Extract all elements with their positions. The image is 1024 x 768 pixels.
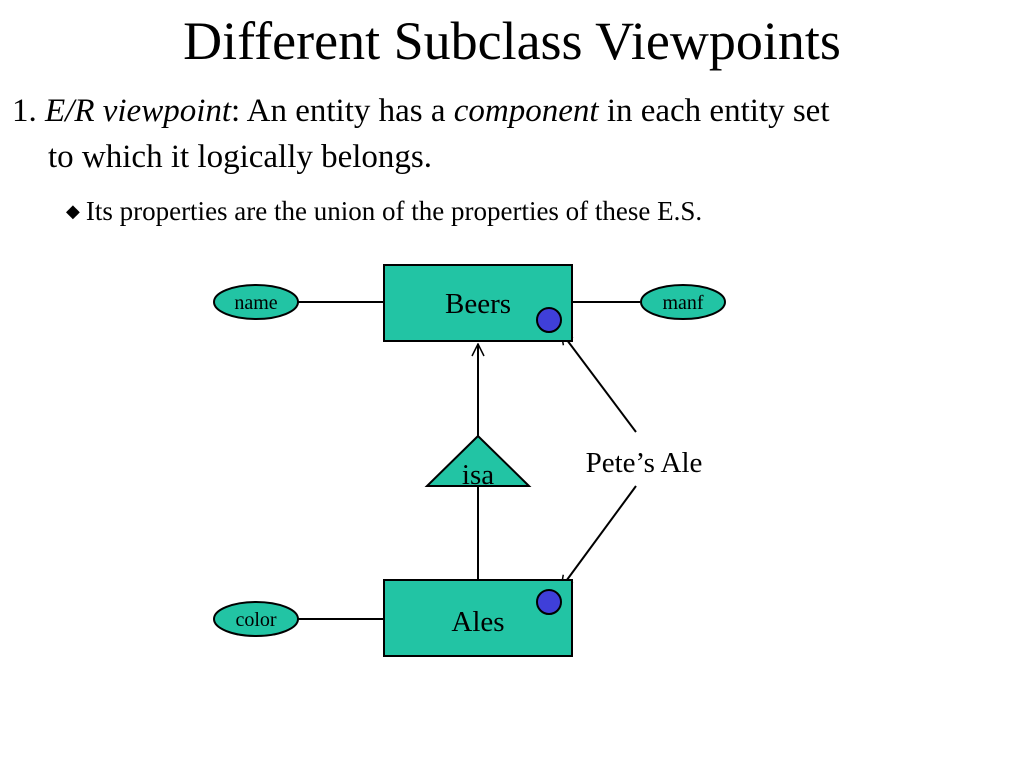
emph-component: component: [453, 93, 599, 129]
item-text-b: in each entity set: [598, 93, 830, 129]
petes-ale-to-beers-arrow: [561, 332, 637, 433]
item-line-2: to which it logically belongs.: [48, 139, 433, 175]
list-item-1: 1. E/R viewpoint: An entity has a compon…: [12, 88, 1012, 180]
slide-title: Different Subclass Viewpoints: [183, 11, 841, 71]
attribute-color-label: color: [235, 609, 276, 631]
entity-ales-label: Ales: [451, 606, 504, 638]
attribute-name-label: name: [234, 292, 277, 314]
isa-triangle: [424, 434, 532, 487]
diamond-bullet-icon: ◆: [66, 201, 80, 221]
item-text-a: : An entity has a: [231, 93, 454, 129]
ales-component-circle: [536, 589, 562, 615]
petes-ale-to-ales-arrow: [561, 485, 637, 588]
attribute-color: [213, 601, 299, 637]
attribute-manf-label: manf: [662, 292, 703, 314]
attribute-manf: [640, 284, 726, 320]
attribute-name: [213, 284, 299, 320]
instance-label-petes-ale: Pete’s Ale: [586, 447, 703, 479]
entity-beers-label: Beers: [445, 288, 511, 320]
term-er-viewpoint: E/R viewpoint: [45, 93, 232, 129]
beers-component-circle: [536, 307, 562, 333]
sub-bullet-text: Its properties are the union of the prop…: [85, 196, 703, 226]
sub-bullet: ◆Its properties are the union of the pro…: [66, 194, 1006, 228]
item-number: 1.: [12, 93, 37, 129]
isa-label: isa: [462, 459, 494, 491]
